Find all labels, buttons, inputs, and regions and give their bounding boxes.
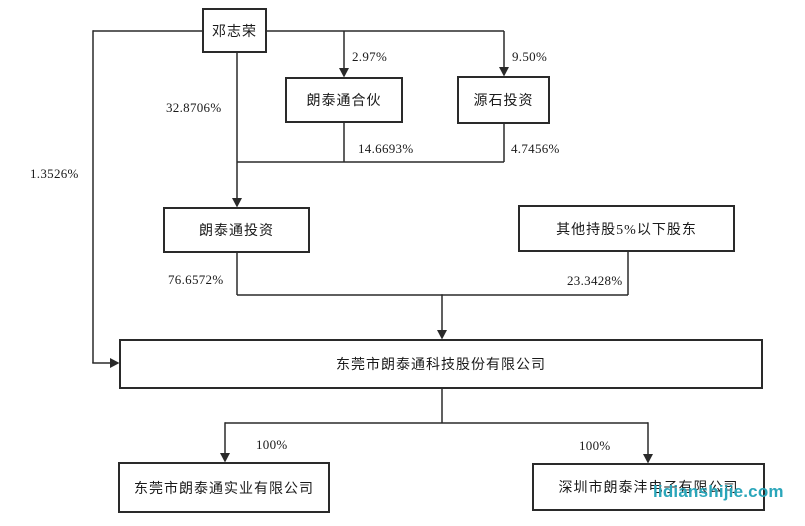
pct-deng-to-yuanshi: 9.50% — [512, 49, 548, 64]
node-label: 东莞市朗泰通实业有限公司 — [134, 481, 314, 497]
pct-main-to-dongguan: 100% — [256, 437, 288, 452]
pct-lti-to-main: 76.6572% — [168, 272, 224, 287]
arrowhead-lti — [232, 198, 242, 208]
node-subsidiary-dongguan: 东莞市朗泰通实业有限公司 — [118, 462, 330, 513]
node-label: 源石投资 — [473, 94, 534, 109]
pct-partnership-to-lti: 14.6693% — [358, 141, 414, 156]
node-main-company: 东莞市朗泰通科技股份有限公司 — [119, 339, 763, 389]
node-label: 深圳市朗泰沣电子有限公司 — [558, 481, 739, 496]
pct-deng-to-main: 1.3526% — [30, 166, 79, 181]
pct-deng-to-partnership: 2.97% — [352, 49, 388, 64]
node-deng-zhirong: 邓志荣 — [202, 8, 267, 53]
node-subsidiary-shenzhen: 深圳市朗泰沣电子有限公司 — [532, 463, 765, 511]
node-label: 朗泰通投资 — [199, 224, 274, 239]
pct-deng-to-lti: 32.8706% — [166, 100, 222, 115]
arrowhead-shenzhen — [643, 454, 653, 464]
node-other-shareholders-under-5pct: 其他持股5%以下股东 — [518, 205, 735, 252]
arrowhead-main-left — [110, 358, 120, 368]
arrowhead-main-center — [437, 330, 447, 340]
arrowhead-dongguan — [220, 453, 230, 463]
pct-yuanshi-to-lti: 4.7456% — [511, 141, 560, 156]
node-yuanshi-investment: 源石投资 — [457, 76, 550, 124]
pct-others-to-main: 23.3428% — [567, 273, 623, 288]
node-langtaitong-partnership: 朗泰通合伙 — [285, 77, 403, 123]
node-label: 邓志荣 — [212, 24, 257, 40]
arrowhead-partnership — [339, 68, 349, 78]
arrowhead-yuanshi — [499, 67, 509, 77]
watermark-text: lidianshijie.com — [653, 482, 784, 501]
node-label: 东莞市朗泰通科技股份有限公司 — [336, 358, 546, 373]
node-label: 其他持股5%以下股东 — [556, 222, 697, 238]
pct-main-to-shenzhen: 100% — [579, 438, 611, 453]
node-langtaitong-investment: 朗泰通投资 — [163, 207, 310, 253]
node-label: 朗泰通合伙 — [306, 94, 382, 109]
